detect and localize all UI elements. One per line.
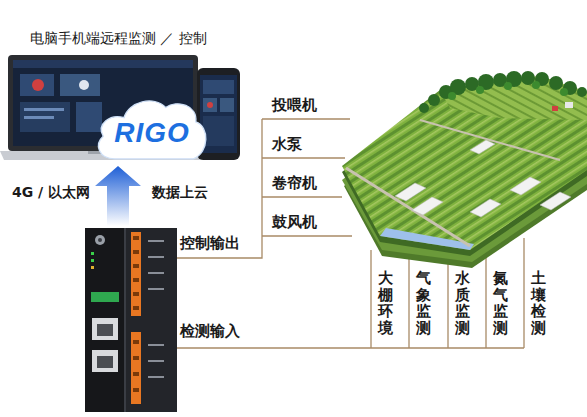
gateway-device xyxy=(85,228,177,412)
device-label: 鼓风机 xyxy=(272,213,317,231)
farm-illustration xyxy=(342,71,587,268)
cloud-outline xyxy=(99,101,206,159)
input-label: 检测输入 xyxy=(180,322,240,340)
sensor-label: 水质监测 xyxy=(455,270,470,336)
sensor-label: 氮气监测 xyxy=(493,270,508,336)
screen-caption: 电脑手机端远程监测 ／ 控制 xyxy=(30,30,207,47)
sensor-label: 气象监测 xyxy=(416,270,431,336)
output-label: 控制输出 xyxy=(180,234,240,252)
device-label: 投喂机 xyxy=(272,96,317,114)
network-label: 4G / 以太网 xyxy=(12,184,90,201)
sensor-label: 土壤检测 xyxy=(531,270,546,336)
cloud-node: RIGO xyxy=(94,93,210,165)
upload-arrow xyxy=(95,166,141,226)
logo-text: RIGO xyxy=(114,118,190,149)
laptop xyxy=(0,55,206,160)
device-label: 水泵 xyxy=(272,135,302,153)
device-label: 卷帘机 xyxy=(272,174,317,192)
sensor-label: 大棚环境 xyxy=(378,270,393,336)
cloud-upload-label: 数据上云 xyxy=(152,184,208,201)
